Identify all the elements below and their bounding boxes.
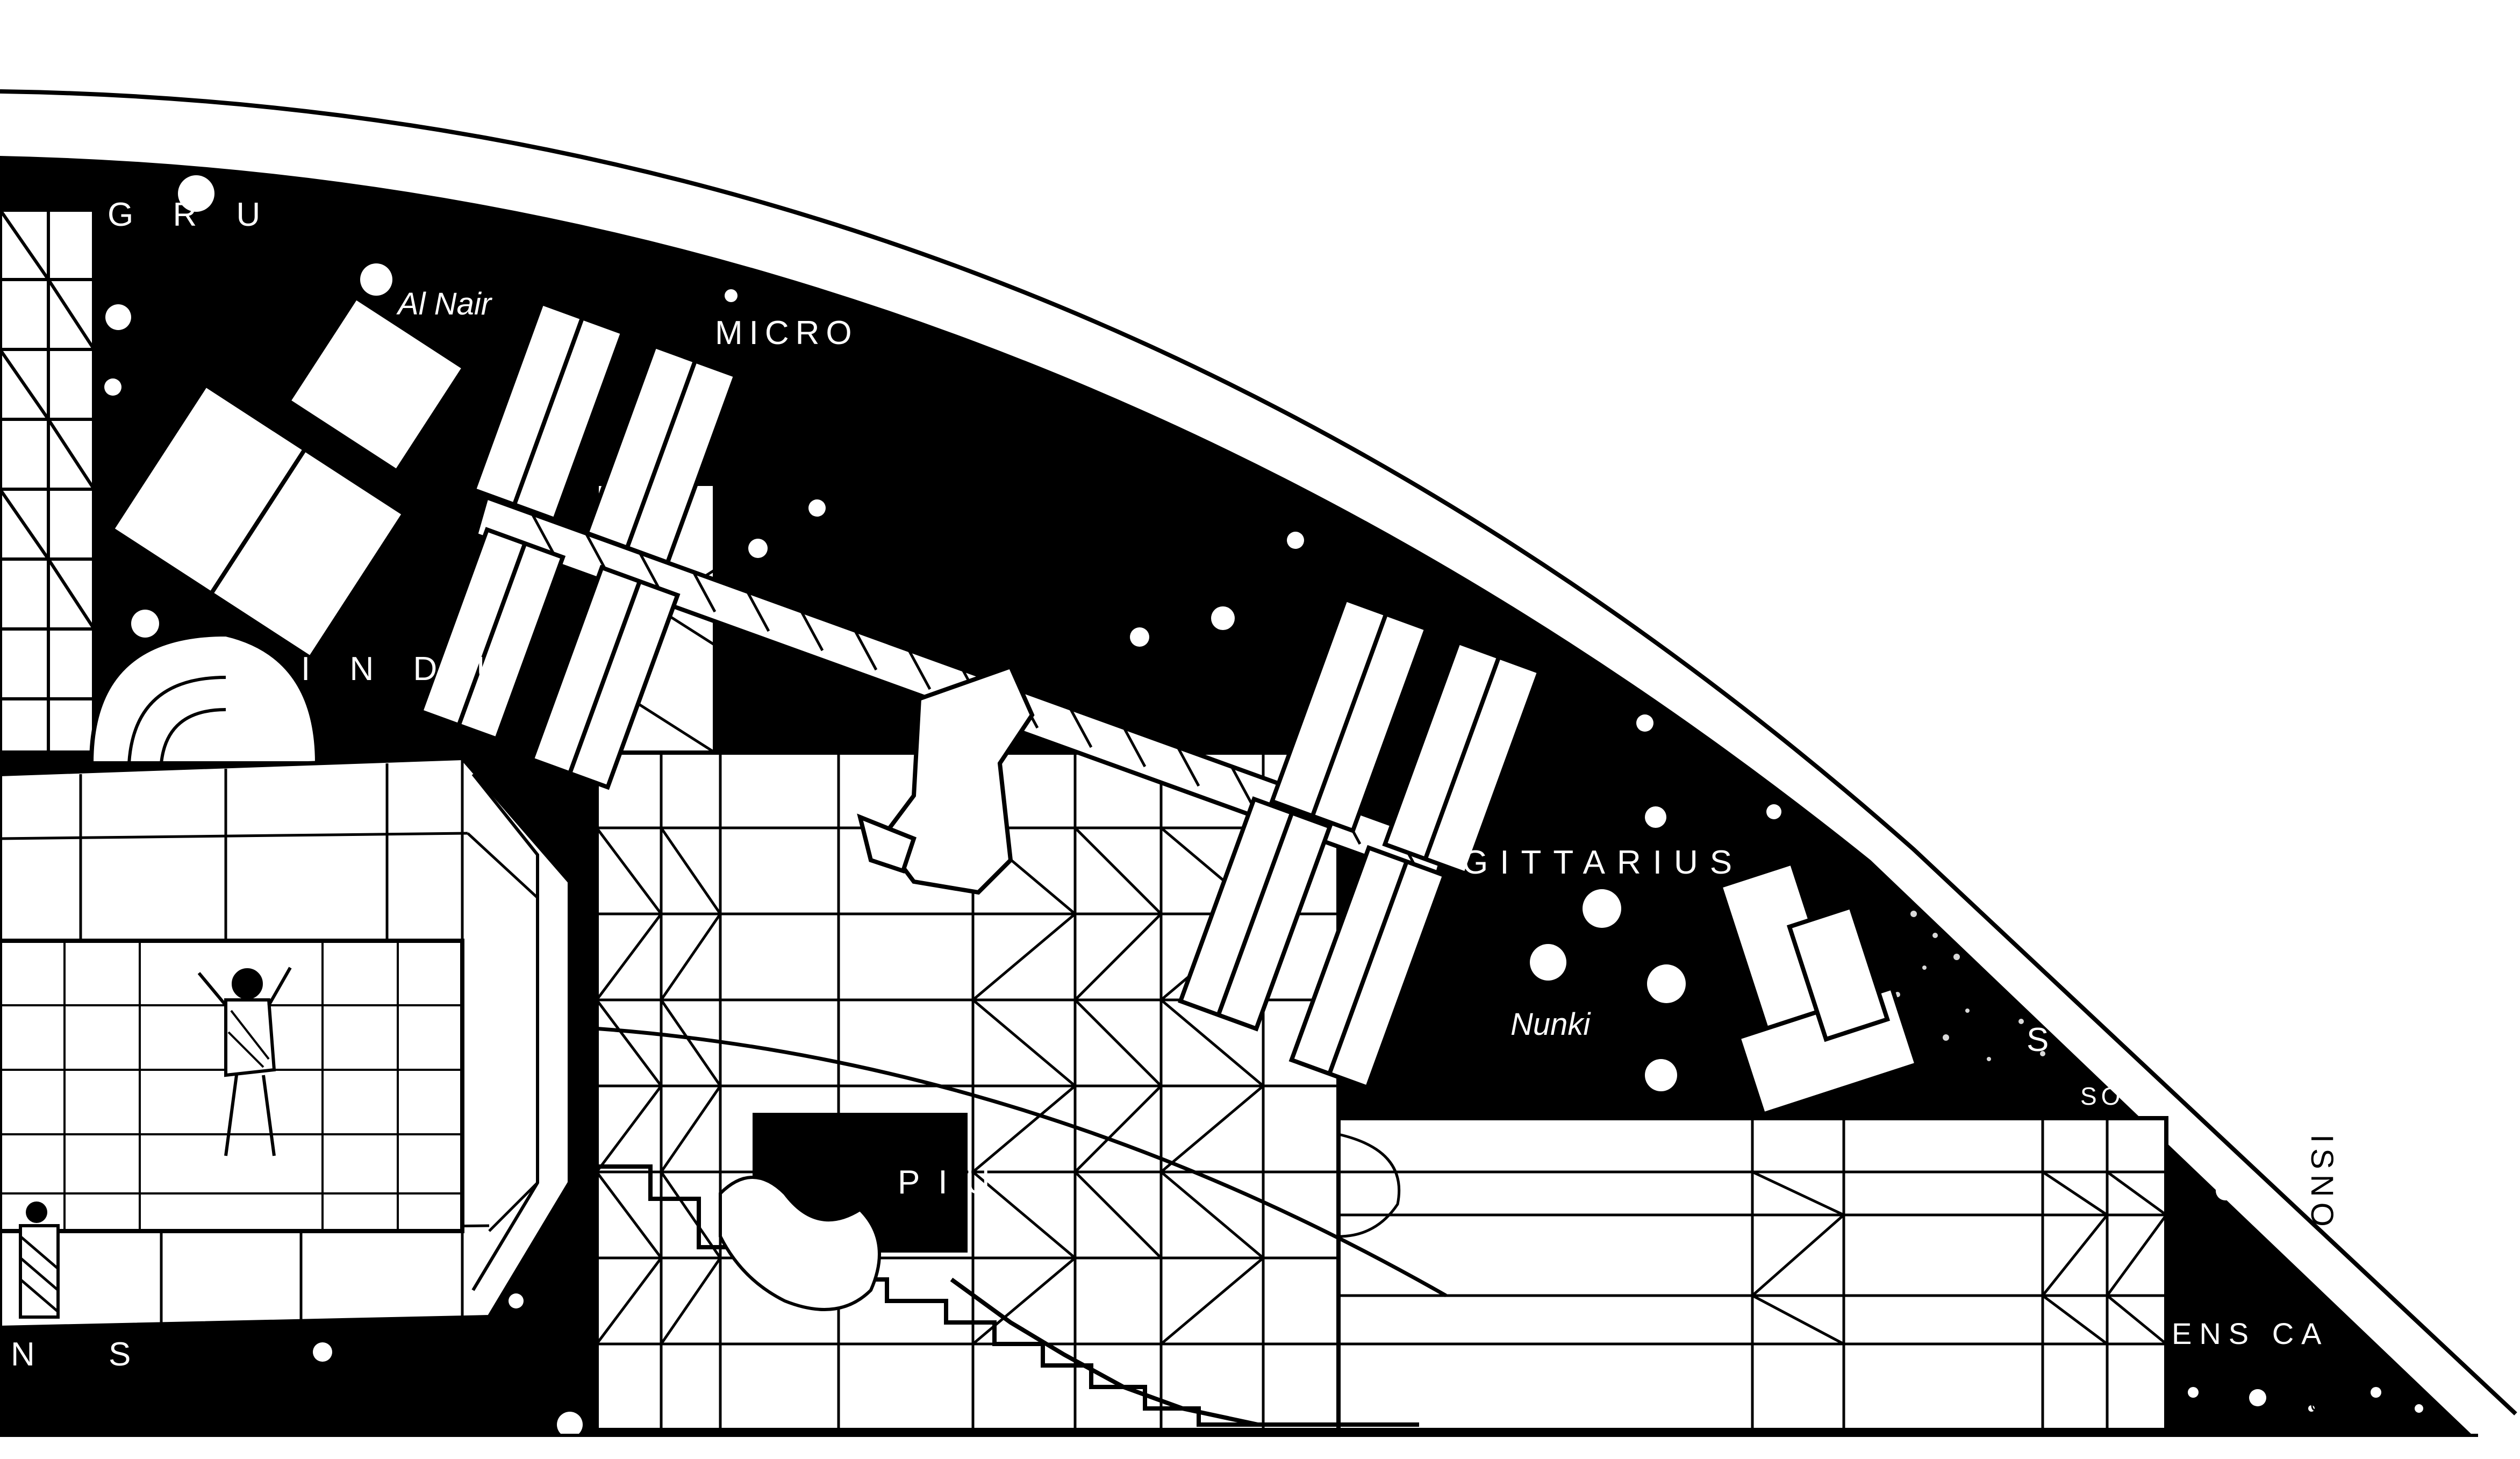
stars	[104, 175, 2235, 1437]
label-norma-fragment: ENS CA	[2172, 1317, 2329, 1350]
label-sco: S	[2027, 1021, 2064, 1059]
label-indu: I N D U	[301, 650, 516, 688]
doorway	[719, 1113, 968, 1311]
satellite	[1717, 860, 1920, 1117]
habitat-module	[0, 755, 572, 1331]
grid-building	[595, 482, 1341, 1432]
staircase	[597, 1164, 1419, 1427]
label-piu: PIU	[898, 1164, 1008, 1201]
astronaut-figure	[197, 967, 292, 1156]
label-al-nair: Al Nair	[396, 287, 493, 321]
docking-module	[89, 632, 320, 766]
shuttle-module	[857, 663, 1035, 895]
label-sagittarius: GITTARIUS	[1462, 844, 1744, 881]
label-micro: MICRO	[715, 314, 858, 352]
label-sol: SOL	[2080, 1082, 2143, 1110]
solar-wings-left	[418, 300, 739, 790]
dome-outer-arc	[0, 89, 2517, 1415]
standing-figure	[19, 1201, 60, 1319]
label-grus: G R U	[108, 196, 275, 233]
right-building	[1336, 1116, 2168, 1432]
left-tower	[0, 208, 96, 755]
label-ns: N S	[11, 1336, 163, 1373]
label-rim: ISNO	[2304, 1134, 2339, 1232]
solar-wings-right	[1177, 596, 1542, 1091]
orbit-curve	[569, 1025, 1447, 1298]
bottom-right-stars	[2188, 1387, 2423, 1413]
label-rim-lower: SE	[2307, 1398, 2330, 1437]
habitat-window	[0, 939, 464, 1233]
label-nunki: Nunki	[1510, 1007, 1591, 1042]
solar-panel-pair-left	[109, 294, 467, 661]
